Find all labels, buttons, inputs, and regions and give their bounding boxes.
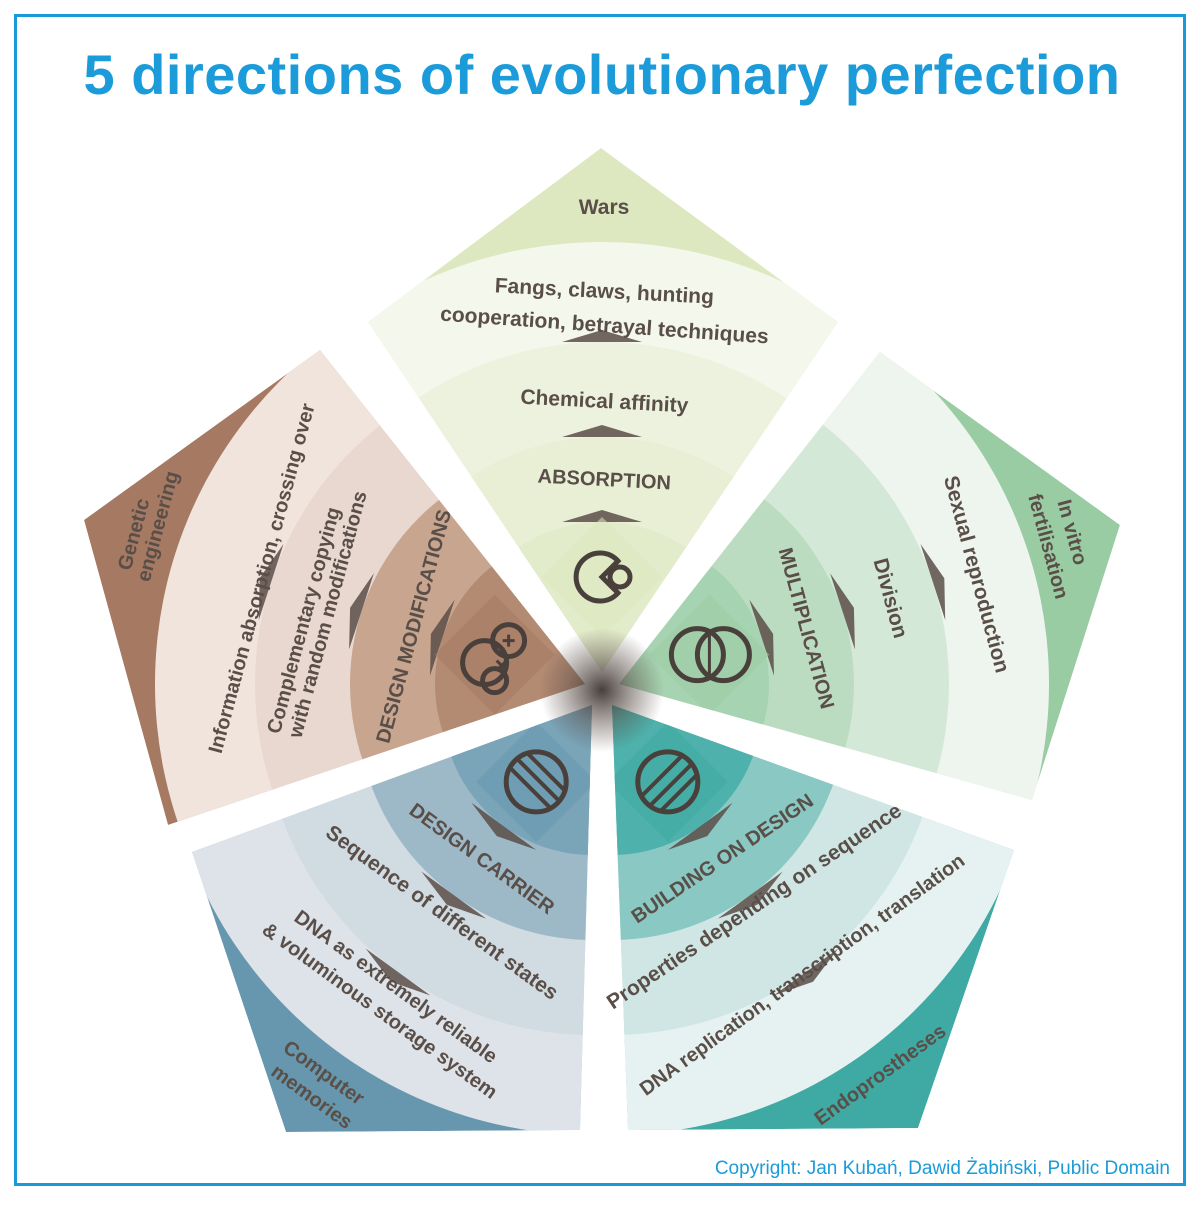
level-arrow	[667, 802, 733, 850]
page-title: 5 directions of evolutionary perfection	[83, 43, 1121, 106]
level-arrow	[749, 599, 774, 676]
level-arrow	[562, 330, 642, 342]
bricks-circle-icon	[635, 749, 701, 815]
sector-design-carrier	[192, 705, 592, 1132]
icon-diamond	[612, 721, 728, 842]
overlapping-circles-icon	[668, 626, 752, 684]
level-arrow	[830, 573, 855, 650]
outer-frame	[14, 14, 1186, 1186]
striped-circle-icon	[503, 749, 569, 815]
plus-cross-circles-icon	[460, 622, 528, 696]
level-arrow	[717, 871, 783, 919]
level-arrow	[258, 544, 284, 621]
copyright-text: Copyright: Jan Kubań, Dawid Żabiński, Pu…	[714, 1158, 1170, 1179]
center-glow	[540, 628, 664, 752]
icon-diamond	[434, 594, 555, 715]
level-arrow	[773, 948, 839, 996]
level-wars: Wars	[579, 196, 630, 219]
level-arrow	[920, 544, 946, 621]
level-arrow	[562, 425, 642, 437]
level-arrow	[562, 510, 642, 522]
level-arrow	[365, 948, 431, 996]
level-arrow	[471, 802, 537, 850]
level-arrow	[349, 573, 374, 650]
level-arrow	[430, 599, 455, 676]
pacman-circle-icon	[573, 550, 633, 604]
icon-diamond	[476, 721, 592, 842]
sector-building-on-design	[612, 705, 1014, 1130]
level-arrow	[421, 871, 487, 919]
